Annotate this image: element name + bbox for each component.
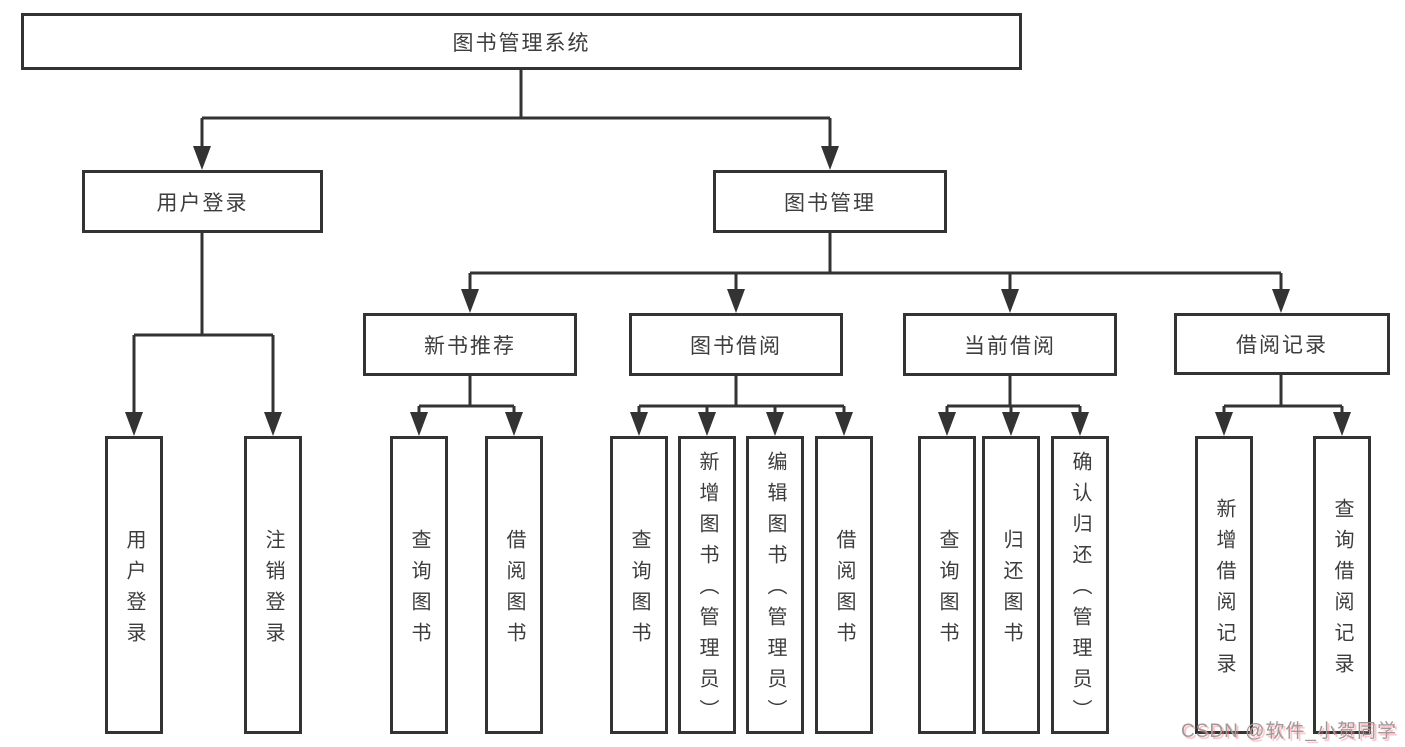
connector-borrow-record-children [1215, 375, 1351, 436]
node-leaf-return-book: 归还图书 [982, 436, 1040, 734]
connector-root-to-level2 [193, 70, 839, 170]
node-leaf-query-book-2: 查询图书 [610, 436, 668, 734]
connector-book-borrow-children [630, 376, 853, 436]
csdn-watermark: CSDN @软件_小贺同学 [1181, 721, 1397, 742]
node-leaf-add-borrow-record: 新增借阅记录 [1195, 436, 1253, 734]
node-root: 图书管理系统 [21, 13, 1022, 70]
connector-user-login-children [125, 233, 282, 436]
node-book-management: 图书管理 [713, 170, 947, 233]
connector-current-borrow-children [938, 376, 1089, 436]
node-leaf-add-book-admin: 新增图书（管理员） [678, 436, 736, 734]
node-current-borrow: 当前借阅 [903, 313, 1117, 376]
node-leaf-logout: 注销登录 [244, 436, 302, 734]
node-new-book-recommend: 新书推荐 [363, 313, 577, 376]
node-book-borrow: 图书借阅 [629, 313, 843, 376]
connector-new-book-rec-children [410, 376, 523, 436]
node-leaf-query-book-1: 查询图书 [390, 436, 448, 734]
node-user-login: 用户登录 [82, 170, 323, 233]
connector-book-mgmt-to-level3 [461, 233, 1290, 313]
node-leaf-edit-book-admin: 编辑图书（管理员） [746, 436, 804, 734]
node-leaf-confirm-return-admin: 确认归还（管理员） [1051, 436, 1109, 734]
node-leaf-borrow-book-2: 借阅图书 [815, 436, 873, 734]
node-leaf-user-login: 用户登录 [105, 436, 163, 734]
node-borrow-record: 借阅记录 [1174, 313, 1390, 375]
node-leaf-query-book-3: 查询图书 [918, 436, 976, 734]
node-leaf-borrow-book-1: 借阅图书 [485, 436, 543, 734]
node-leaf-query-borrow-record: 查询借阅记录 [1313, 436, 1371, 734]
